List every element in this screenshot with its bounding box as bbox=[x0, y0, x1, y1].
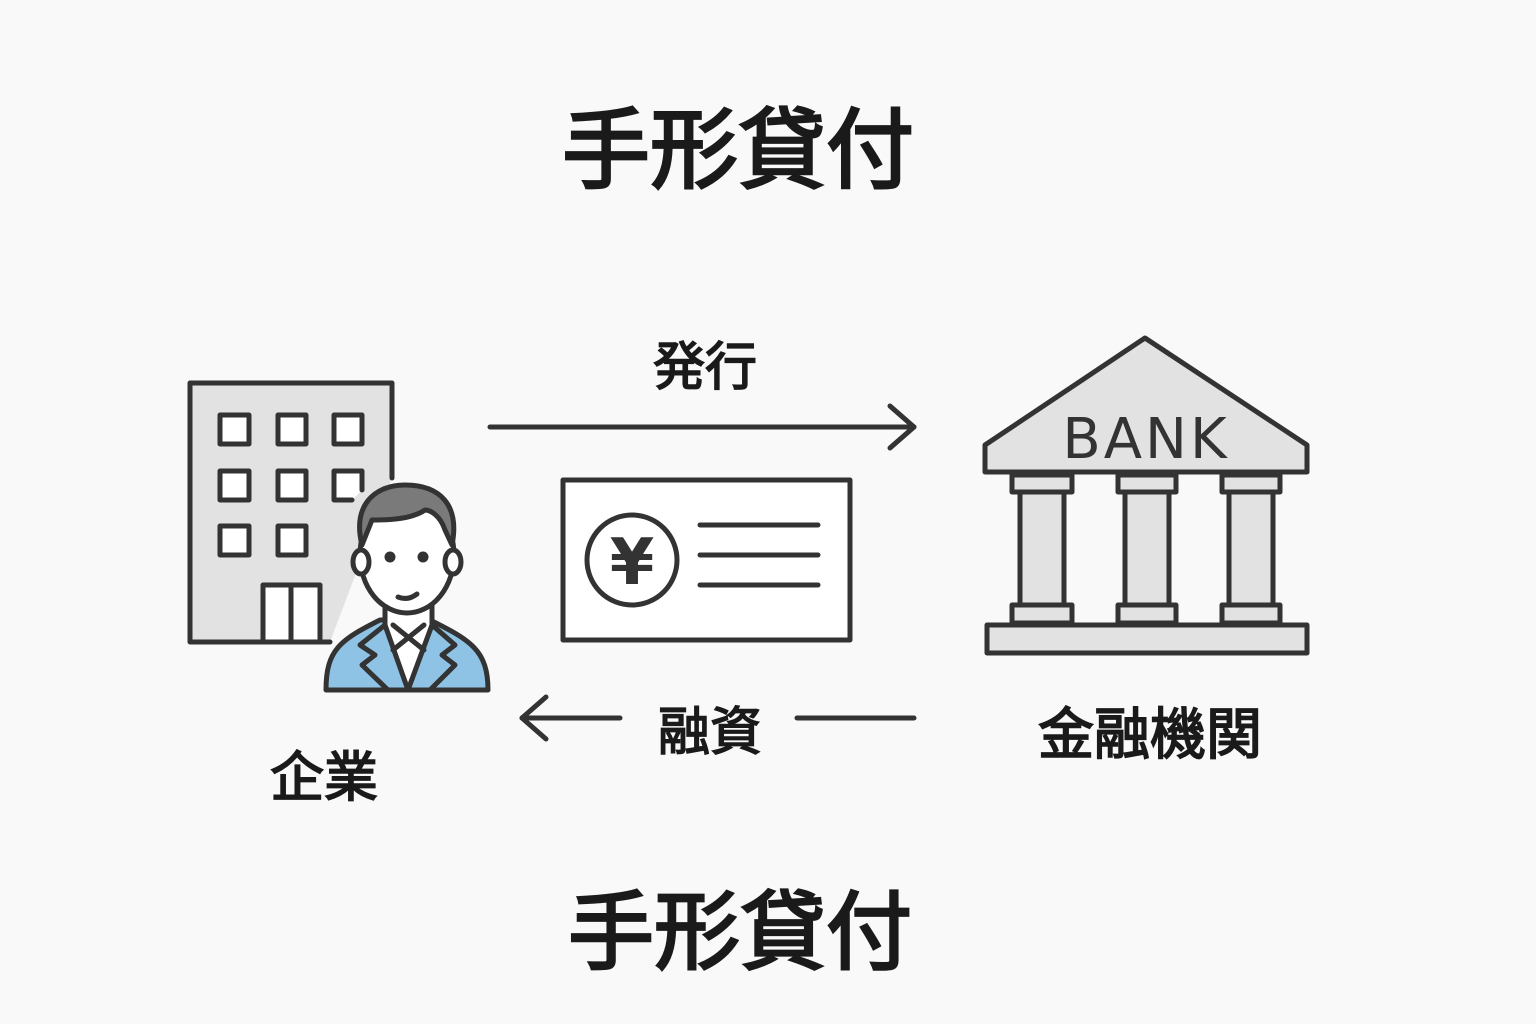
businessman-icon bbox=[323, 482, 491, 693]
office-building-icon bbox=[187, 380, 395, 645]
loan-arrow bbox=[519, 694, 917, 742]
bank-sign: BANK bbox=[1062, 407, 1229, 472]
yen-symbol: ¥ bbox=[610, 526, 655, 600]
issue-arrow bbox=[487, 403, 917, 451]
loan-label: 融資 bbox=[657, 703, 762, 763]
page-title: 手形貸付 bbox=[561, 99, 914, 202]
company-label: 企業 bbox=[270, 746, 378, 809]
bank-building-icon bbox=[982, 335, 1310, 656]
issue-label: 発行 bbox=[652, 338, 757, 398]
promissory-note-icon bbox=[560, 477, 853, 643]
financial-institution-label: 金融機関 bbox=[1038, 703, 1262, 768]
bottom-title: 手形貸付 bbox=[568, 883, 912, 983]
